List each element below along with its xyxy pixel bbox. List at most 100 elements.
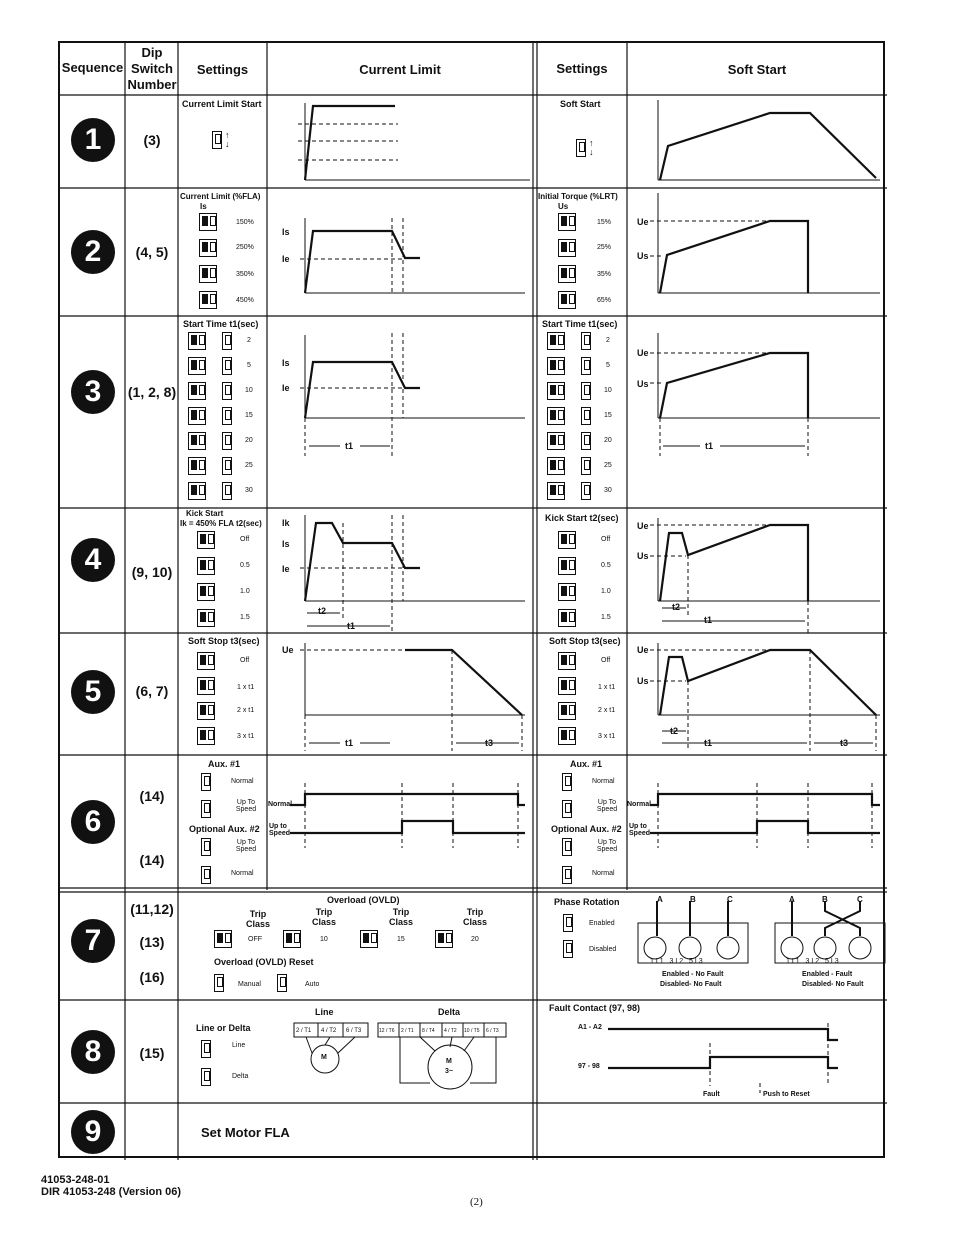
dip-row-7c: (16) <box>139 969 165 985</box>
row5-left-value-4: 3 x t1 <box>237 733 255 740</box>
row6-left-switch-1 <box>201 773 211 791</box>
dip-row-6a: (14) <box>139 788 165 804</box>
row5-left-value-1: Off <box>240 657 250 664</box>
line-delta-title: Line or Delta <box>196 1023 251 1033</box>
row3-left-switch-b7 <box>222 482 232 500</box>
dip-row-7b: (13) <box>139 934 165 950</box>
fault-a1a2: A1 - A2 <box>578 1024 602 1031</box>
row3-right-value-1: 2 <box>606 337 610 344</box>
label-r5-ss-t2: t2 <box>670 726 679 736</box>
row3-right-switch-b3 <box>581 382 591 400</box>
header-settings-left: Settings <box>196 62 249 77</box>
phase-a-left: A <box>657 895 663 904</box>
curve-r2-cl <box>303 229 420 294</box>
sequence-7: 7 <box>71 919 115 963</box>
row3-left-value-2: 5 <box>247 362 251 369</box>
delta-term-4: 4 / T2 <box>444 1028 457 1034</box>
phase-b-left: B <box>690 895 696 904</box>
row4-left-value-2: 0.5 <box>240 562 250 569</box>
reset-switch-manual <box>214 974 224 992</box>
delta-term-5: 10 / T5 <box>464 1028 480 1034</box>
label-r2-us: Us <box>637 251 649 261</box>
phase-b-right: B <box>822 895 828 904</box>
label-r6-normal: Normal <box>268 801 293 808</box>
row4-right-label: Kick Start t2(sec) <box>545 513 619 523</box>
row3-right-switch-a6 <box>547 457 565 475</box>
set-motor-fla: Set Motor FLA <box>201 1125 290 1140</box>
row3-left-switch-b1 <box>222 332 232 350</box>
row4-left-switch-3 <box>197 583 215 601</box>
row6-left-switch-2 <box>201 800 211 818</box>
waveform-drawings <box>290 100 886 1093</box>
phase-right-caption-1: Enabled - Fault <box>802 971 853 978</box>
row3-right-switch-a4 <box>547 407 565 425</box>
row5-right-label: Soft Stop t3(sec) <box>549 636 621 646</box>
phase-value-disabled: Disabled <box>589 946 617 953</box>
delta-term-6: 6 / T3 <box>486 1028 499 1034</box>
row3-left-switch-a2 <box>188 357 206 375</box>
row2-left-switch-2 <box>199 239 217 257</box>
curve-r6-ss-uptospeed <box>650 819 880 835</box>
row1-right-label: Soft Start <box>560 99 601 109</box>
row3-right-switch-a3 <box>547 382 565 400</box>
row6-right-value-4: Normal <box>592 870 615 877</box>
row6-left-value-3: Up To Speed <box>235 839 257 853</box>
delta-heading: Delta <box>438 1007 461 1017</box>
row4-left-label: Kick Start <box>186 509 224 518</box>
row4-left-sub: Ik = 450% FLA t2(sec) <box>180 519 262 528</box>
row6-right-value-3: Up To Speed <box>596 839 618 853</box>
row3-right-switch-a1 <box>547 332 565 350</box>
row6-right-switch-2 <box>562 800 572 818</box>
row5-left-switch-2 <box>197 677 215 695</box>
row3-left-switch-b5 <box>222 432 232 450</box>
trip-switch-20 <box>435 930 453 948</box>
curve-r6-ss-normal <box>650 792 880 807</box>
row1-right-arrow: ↑↓ <box>589 138 594 157</box>
row3-right-switch-a5 <box>547 432 565 450</box>
row2-right-label: Initial Torque (%LRT) <box>538 192 618 201</box>
row2-right-switch-3 <box>558 265 576 283</box>
phase-terminal-right: 1 L1 3 L2 5 L3 <box>786 958 839 965</box>
trip-class-label-2: Trip Class <box>311 907 337 927</box>
curve-fault-a1a2 <box>608 1027 838 1042</box>
sequence-1: 1 <box>71 118 115 162</box>
phase-title: Phase Rotation <box>554 897 620 907</box>
dip-row-2: (4, 5) <box>135 244 169 260</box>
label-r3-ss-t1: t1 <box>705 441 714 451</box>
row6-left-label2: Optional Aux. #2 <box>189 824 260 834</box>
curve-r4-ss <box>658 523 810 602</box>
sequence-4: 4 <box>71 538 115 582</box>
row5-left-value-3: 2 x t1 <box>237 707 255 714</box>
row3-left-switch-b6 <box>222 457 232 475</box>
row3-left-value-5: 20 <box>245 437 253 444</box>
label-r4-ie: Ie <box>282 564 290 574</box>
row5-left-value-2: 1 x t1 <box>237 684 255 691</box>
label-r4-ss-t1: t1 <box>704 615 713 625</box>
row6-right-value-2: Up To Speed <box>596 799 618 813</box>
row2-right-switch-4 <box>558 291 576 309</box>
trip-value-off: OFF <box>248 936 262 943</box>
label-r3-ie: Ie <box>282 383 290 393</box>
dip-row-8: (15) <box>139 1045 165 1061</box>
row3-right-switch-b6 <box>581 457 591 475</box>
line-term-2: 4 / T2 <box>321 1028 337 1034</box>
row6-right-switch-3 <box>562 838 572 856</box>
label-r4-ik: Ik <box>282 518 290 528</box>
row3-right-value-2: 5 <box>606 362 610 369</box>
row2-left-value-3: 350% <box>236 271 254 278</box>
label-r6-ss-normal: Normal <box>627 801 652 808</box>
line-terminal-block <box>293 1022 369 1038</box>
dip-row-5: (6, 7) <box>135 683 169 699</box>
line-delta-value-line: Line <box>232 1042 246 1049</box>
sequence-3: 3 <box>71 370 115 414</box>
dip-row-1: (3) <box>143 132 161 148</box>
row4-right-value-3: 1.0 <box>601 588 611 595</box>
row2-left-value-4: 450% <box>236 297 254 304</box>
row6-left-value-4: Normal <box>231 870 254 877</box>
phase-value-enabled: Enabled <box>589 920 615 927</box>
sequence-8: 8 <box>71 1030 115 1074</box>
row5-right-value-4: 3 x t1 <box>598 733 616 740</box>
row2-left-switch-3 <box>199 265 217 283</box>
row2-left-switch-4 <box>199 291 217 309</box>
row2-left-switch-1 <box>199 213 217 231</box>
